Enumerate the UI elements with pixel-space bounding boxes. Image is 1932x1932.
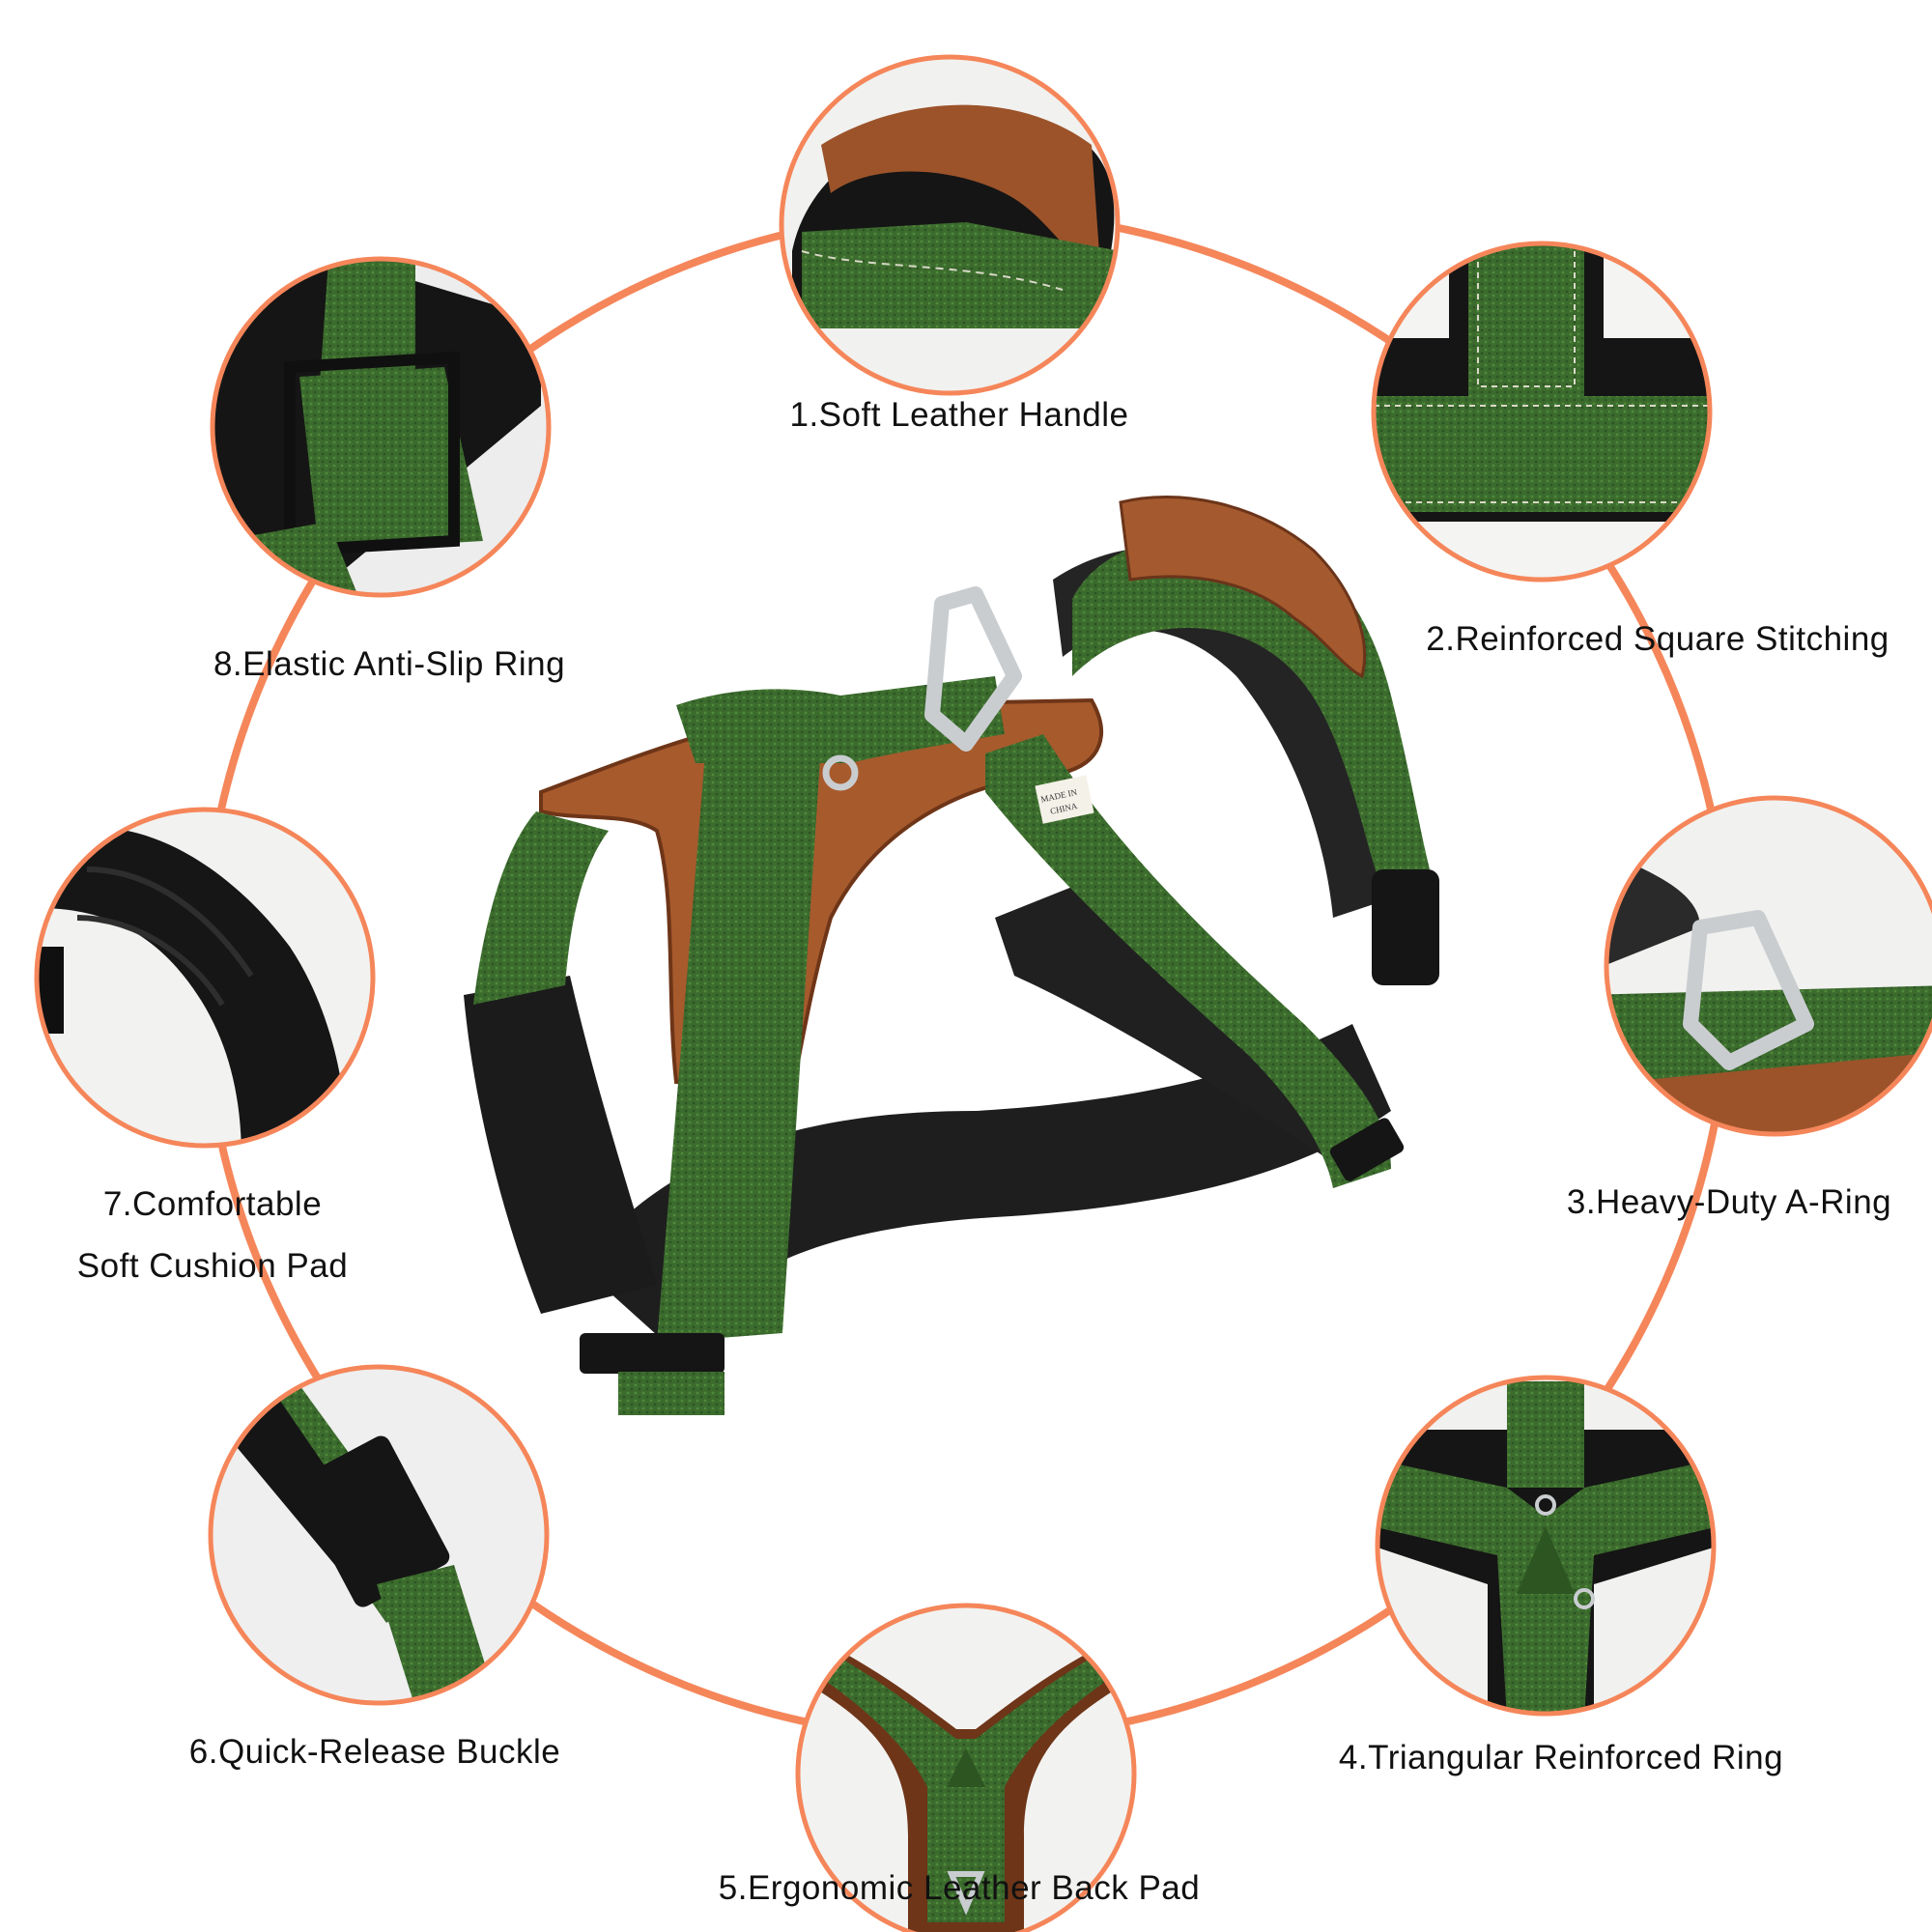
harness-center-strap bbox=[657, 744, 821, 1343]
detail-circle-1 bbox=[779, 54, 1121, 396]
harness-bottom-tail bbox=[618, 1372, 724, 1415]
harness-left-strap bbox=[473, 811, 609, 1005]
harness-right-pad bbox=[995, 879, 1362, 1169]
detail-circle-4 bbox=[1375, 1375, 1717, 1717]
detail-circle-8 bbox=[210, 256, 552, 598]
detail-circle-3 bbox=[1604, 795, 1932, 1137]
feature-label-8: 8.Elastic Anti-Slip Ring bbox=[213, 645, 566, 683]
detail-circle-5 bbox=[795, 1603, 1137, 1932]
feature-label-7-line1: 7.Comfortable bbox=[102, 1185, 323, 1223]
harness-right-strap bbox=[985, 734, 1391, 1188]
harness-tag bbox=[1035, 775, 1094, 824]
harness-slider bbox=[1329, 1118, 1405, 1181]
feature-label-2: 2.Reinforced Square Stitching bbox=[1426, 620, 1889, 658]
harness-cross-strap bbox=[676, 676, 1005, 763]
feature-label-4: 4.Triangular Reinforced Ring bbox=[1338, 1739, 1784, 1776]
detail-circle-6 bbox=[208, 1364, 550, 1706]
detail-circle-7 bbox=[34, 807, 376, 1149]
feature-label-1: 1.Soft Leather Handle bbox=[789, 396, 1129, 434]
harness-chest-pad bbox=[580, 1024, 1391, 1352]
feature-label-3: 3.Heavy-Duty A-Ring bbox=[1566, 1183, 1892, 1221]
feature-label-6: 6.Quick-Release Buckle bbox=[188, 1733, 561, 1771]
harness-d-ring bbox=[822, 754, 859, 791]
harness-left-pad bbox=[464, 976, 657, 1314]
detail-circle-2 bbox=[1371, 241, 1713, 582]
feature-label-5: 5.Ergonomic Leather Back Pad bbox=[718, 1869, 1201, 1907]
harness-a-ring bbox=[924, 586, 1022, 752]
harness-bottom-slider bbox=[580, 1333, 724, 1374]
feature-label-7: 7.Comfortable Soft Cushion Pad bbox=[58, 1174, 367, 1297]
harness-photo: MADE IN CHINA bbox=[464, 495, 1439, 1415]
feature-label-7-line2: Soft Cushion Pad bbox=[76, 1247, 349, 1285]
harness-buckle bbox=[1372, 869, 1439, 985]
harness-leather-handle bbox=[1119, 495, 1367, 679]
